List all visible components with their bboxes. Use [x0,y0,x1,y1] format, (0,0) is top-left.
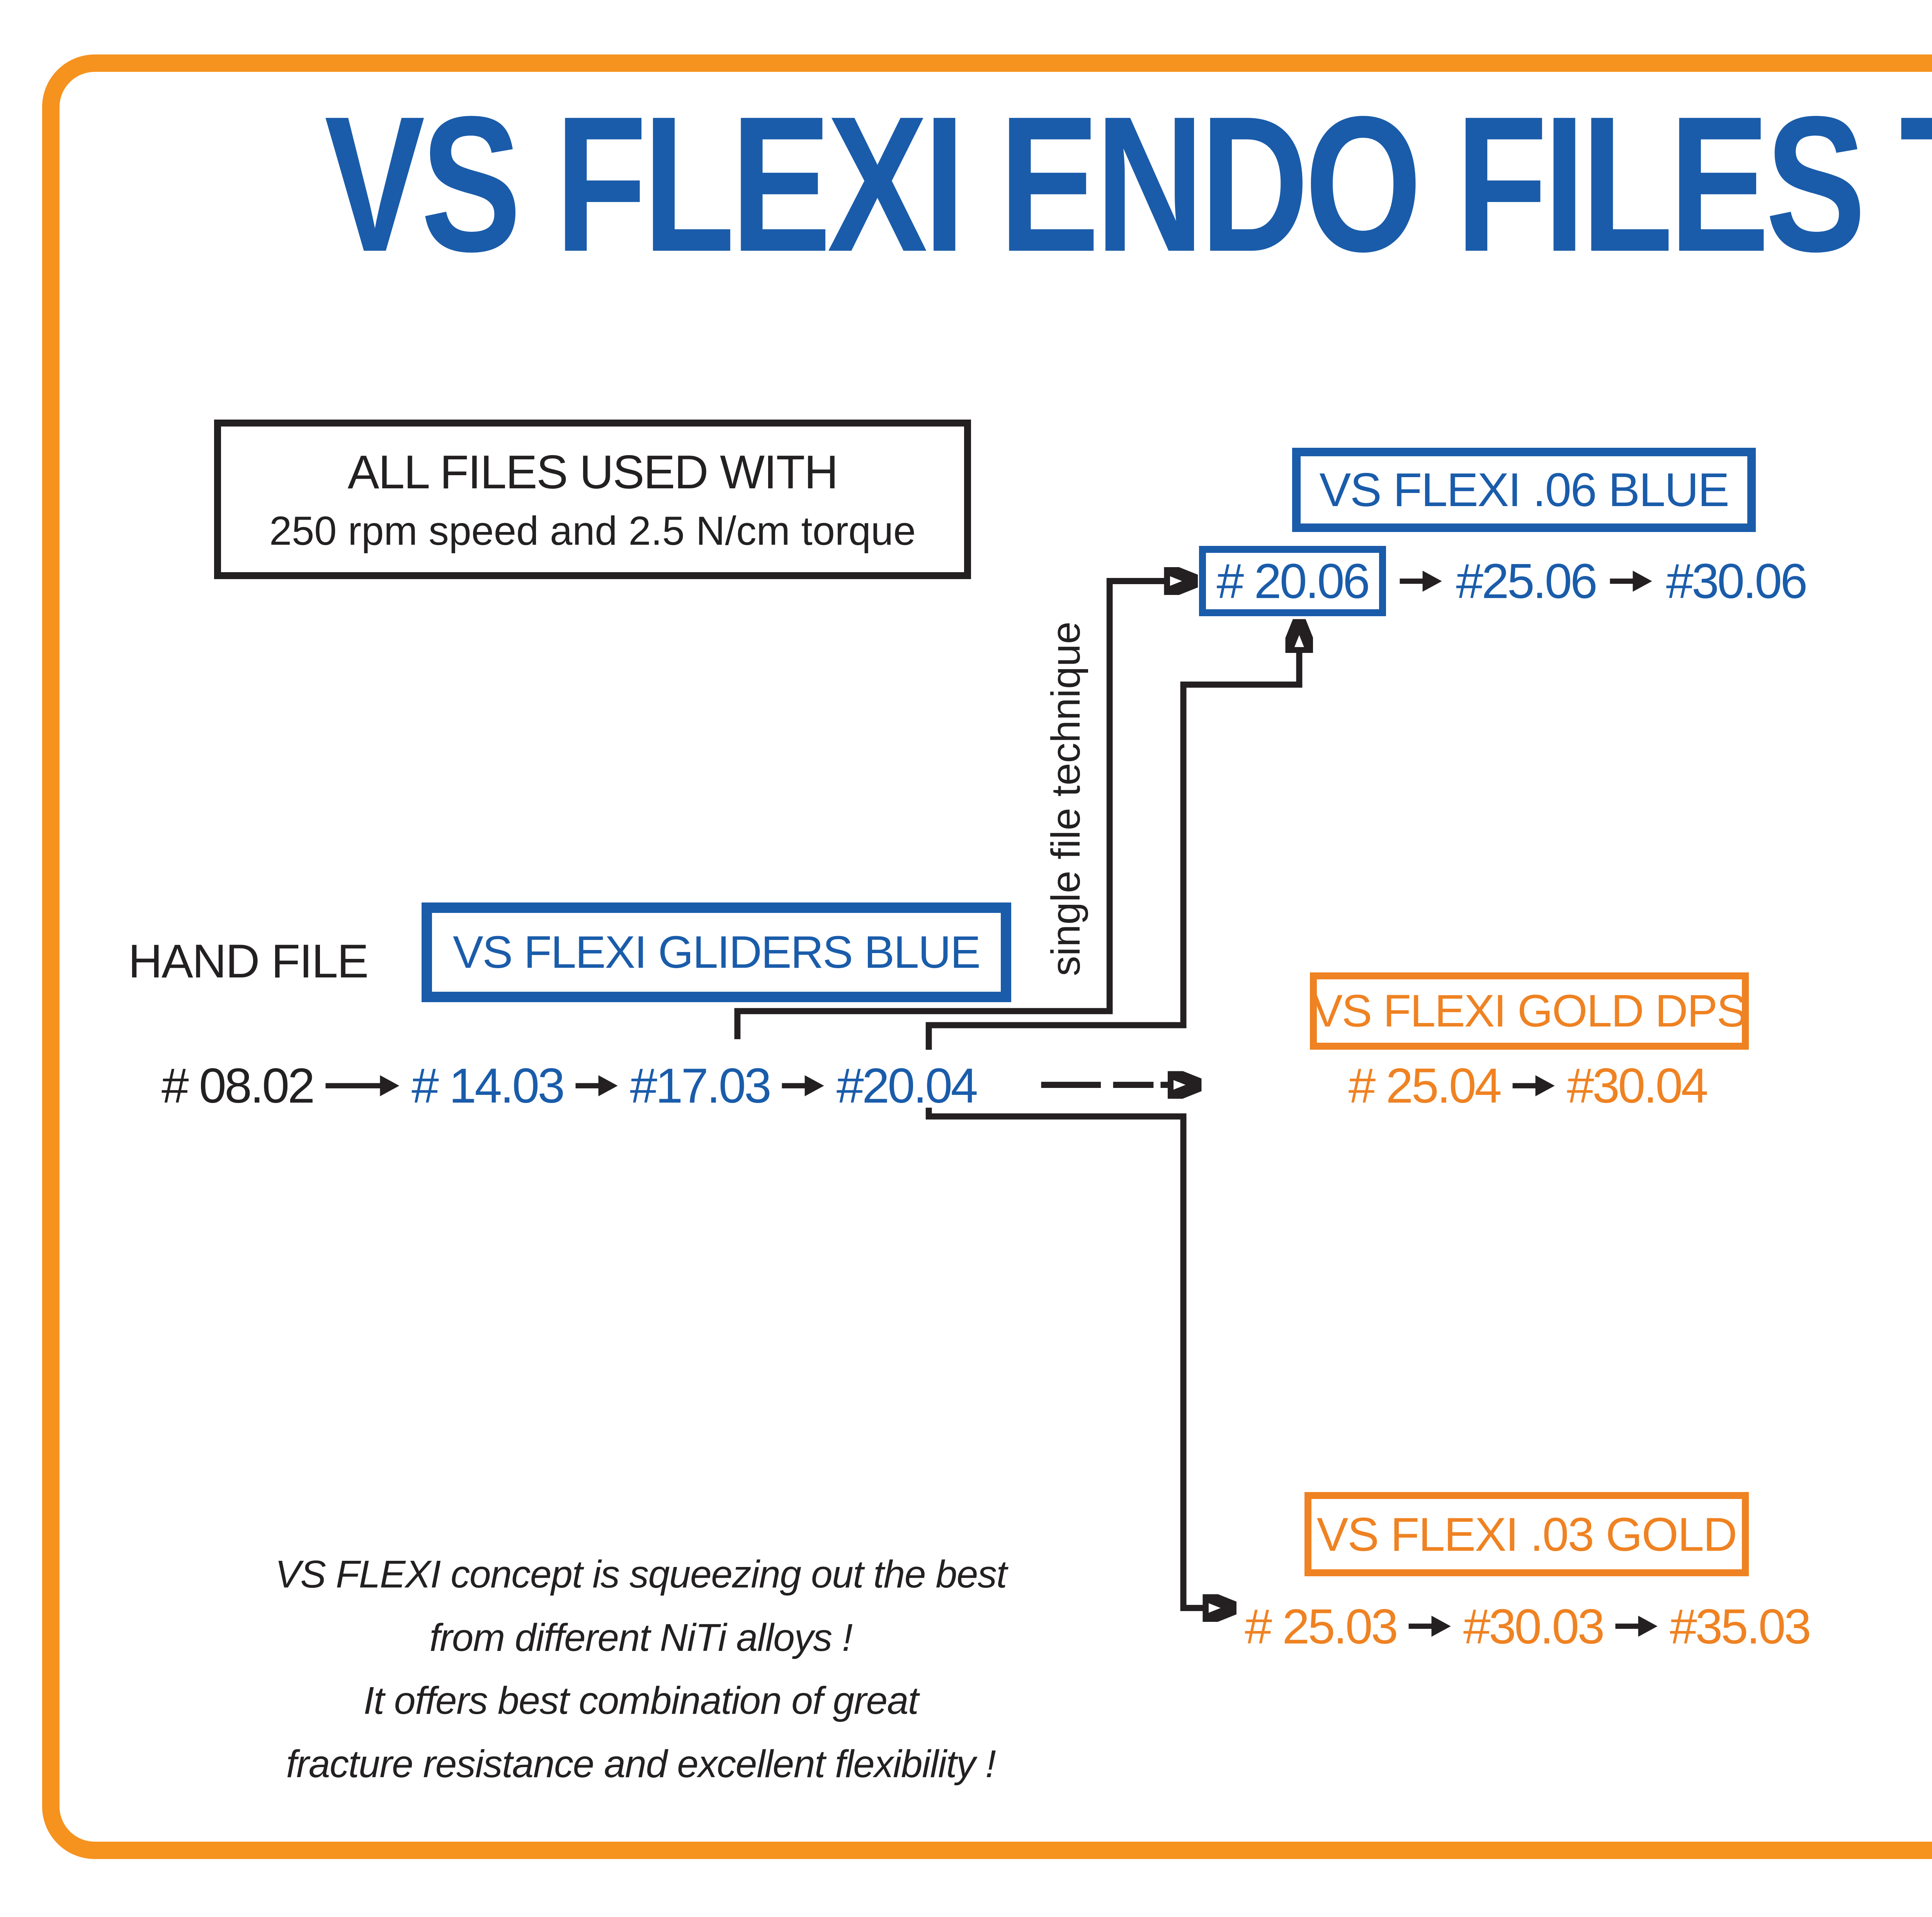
file-3503: #35.03 [1670,1599,1811,1654]
file-2504: # 25.04 [1348,1058,1502,1113]
file-2004: #20.04 [836,1058,978,1113]
file-2503: # 25.03 [1245,1599,1398,1654]
footnote-line2: from different NiTi alloys ! [429,1616,852,1659]
file-3004: #30.04 [1566,1058,1708,1113]
arrow-right-icon [574,1072,619,1100]
single-file-technique-note: single file technique [1043,621,1089,976]
vs-flexi-gold-dps-box: VS FLEXI GOLD DPS [1310,972,1749,1050]
vs-flexi-03-gold-label: VS FLEXI .03 GOLD [1316,1507,1738,1561]
file-2506: #25.06 [1456,553,1597,608]
arrow-right-icon [1398,567,1444,595]
footnote-line3: It offers best combination of great [363,1679,919,1723]
vs-flexi-gliders-blue-box: VS FLEXI GLIDERS BLUE [421,902,1012,1003]
file-0802: # 08.02 [162,1058,315,1113]
vs-flexi-06-blue-label: VS FLEXI .06 BLUE [1319,463,1729,517]
arrow-right-icon [1614,1612,1659,1640]
blue06-sequence-row: # 20.06 #25.06 #30.06 [1199,546,1808,616]
arrow-right-icon [780,1072,826,1100]
arrow-right-icon [1608,567,1654,595]
file-1703: #17.03 [630,1058,771,1113]
arrow-right-icon [1407,1612,1452,1640]
page-title-text: VS FLEXI ENDO FILES TUTORIAL [324,76,1932,292]
gold-dps-sequence-row: # 25.04 #30.04 [1348,1053,1709,1118]
outer-orange-frame [42,54,1932,1859]
hand-file-label: HAND FILE [128,935,369,988]
footnote-line4: fracture resistance and excellent flexib… [286,1742,996,1786]
arrow-right-icon [324,1072,401,1100]
info-box-line2: 250 rpm speed and 2.5 N/cm torque [269,508,916,554]
page-title: VS FLEXI ENDO FILES TUTORIAL [0,76,1932,292]
footnote-line1: VS FLEXI concept is squeezing out the be… [275,1553,1007,1596]
info-box-line1: ALL FILES USED WITH [347,445,838,498]
file-3003: #30.03 [1463,1599,1605,1654]
vs-flexi-06-blue-box: VS FLEXI .06 BLUE [1292,447,1756,532]
hand-file-sequence-row: # 08.02 # 14.03 #17.03 #20.04 [162,1053,978,1118]
gold03-sequence-row: # 25.03 #30.03 #35.03 [1245,1594,1811,1659]
speed-torque-info-box: ALL FILES USED WITH 250 rpm speed and 2.… [214,419,971,580]
vs-flexi-gliders-blue-label: VS FLEXI GLIDERS BLUE [452,926,981,978]
vs-flexi-gold-dps-label: VS FLEXI GOLD DPS [1312,986,1747,1037]
file-2006-box: # 20.06 [1199,546,1386,616]
file-3006: #30.06 [1666,553,1808,608]
concept-footnote: VS FLEXI concept is squeezing out the be… [114,1543,1167,1796]
vs-flexi-03-gold-box: VS FLEXI .03 GOLD [1304,1492,1749,1577]
file-1403: # 14.03 [412,1058,565,1113]
arrow-right-icon [1511,1072,1556,1100]
